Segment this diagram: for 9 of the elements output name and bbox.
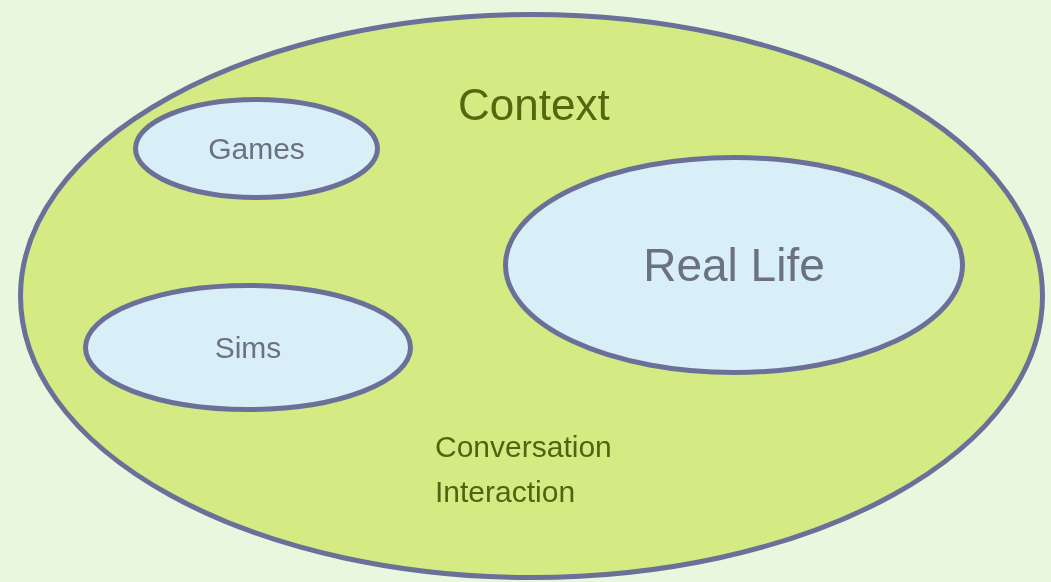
region-note: Conversation Interaction <box>435 429 613 510</box>
region-label: Sims <box>214 330 282 365</box>
ellipse-region <box>18 12 1045 580</box>
ellipse-region <box>503 155 965 375</box>
ellipse-region <box>83 283 413 412</box>
region-label: Context <box>458 80 610 130</box>
region-label: Games <box>208 131 305 166</box>
region-label: Real Life <box>643 238 825 292</box>
ellipse-region <box>133 97 380 200</box>
